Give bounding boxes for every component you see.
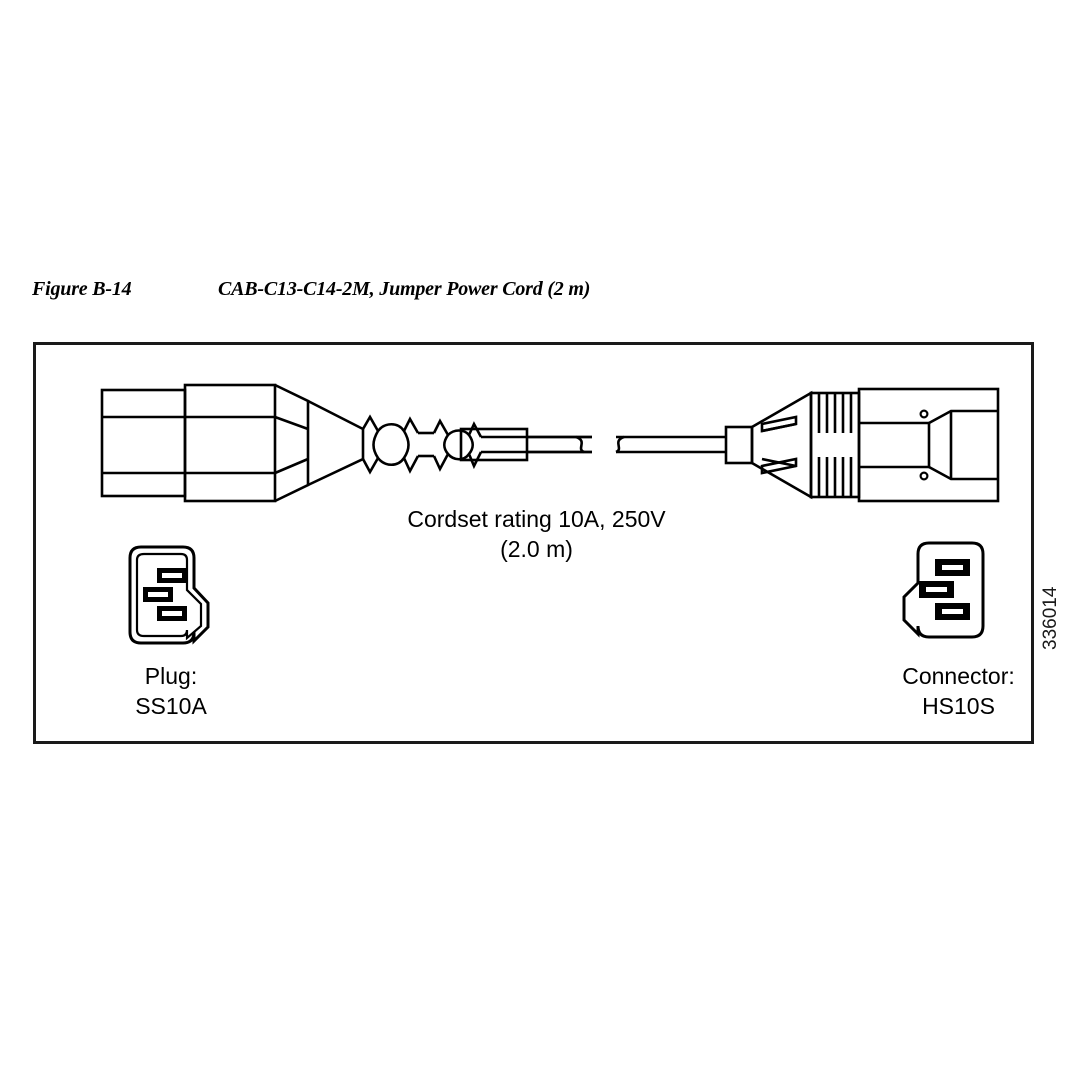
housing-screw-holes (919, 409, 929, 481)
left-connector-body (100, 383, 310, 503)
drawing-number: 336014 (1040, 586, 1061, 650)
plug-label: Plug: SS10A (76, 661, 266, 721)
figure-number: Figure B-14 (32, 278, 132, 300)
plug-label-line1: Plug: (144, 663, 198, 689)
connector-label: Connector: HS10S (851, 661, 1066, 721)
strain-relief (307, 399, 483, 487)
connector-label-line2: HS10S (922, 693, 995, 719)
figure-frame: Cordset rating 10A, 250V (2.0 m) Plug: S… (33, 342, 1034, 744)
right-connector-body (724, 387, 1000, 503)
power-cord-line-drawing (100, 383, 1000, 645)
cordset-rating-line2: (2.0 m) (500, 536, 573, 562)
figure-title: CAB-C13-C14-2M, Jumper Power Cord (2 m) (218, 278, 591, 300)
cable-right-segment (615, 435, 726, 454)
figure-caption: Figure B-14 CAB-C13-C14-2M, Jumper Power… (32, 278, 1032, 308)
plug-label-line2: SS10A (135, 693, 207, 719)
connector-face-icon (902, 541, 985, 639)
cordset-rating-label: Cordset rating 10A, 250V (2.0 m) (36, 504, 1037, 564)
plug-face-icon (128, 545, 210, 645)
cable-left-segment (459, 427, 592, 462)
cordset-rating-line1: Cordset rating 10A, 250V (407, 506, 666, 532)
connector-label-line1: Connector: (902, 663, 1015, 689)
